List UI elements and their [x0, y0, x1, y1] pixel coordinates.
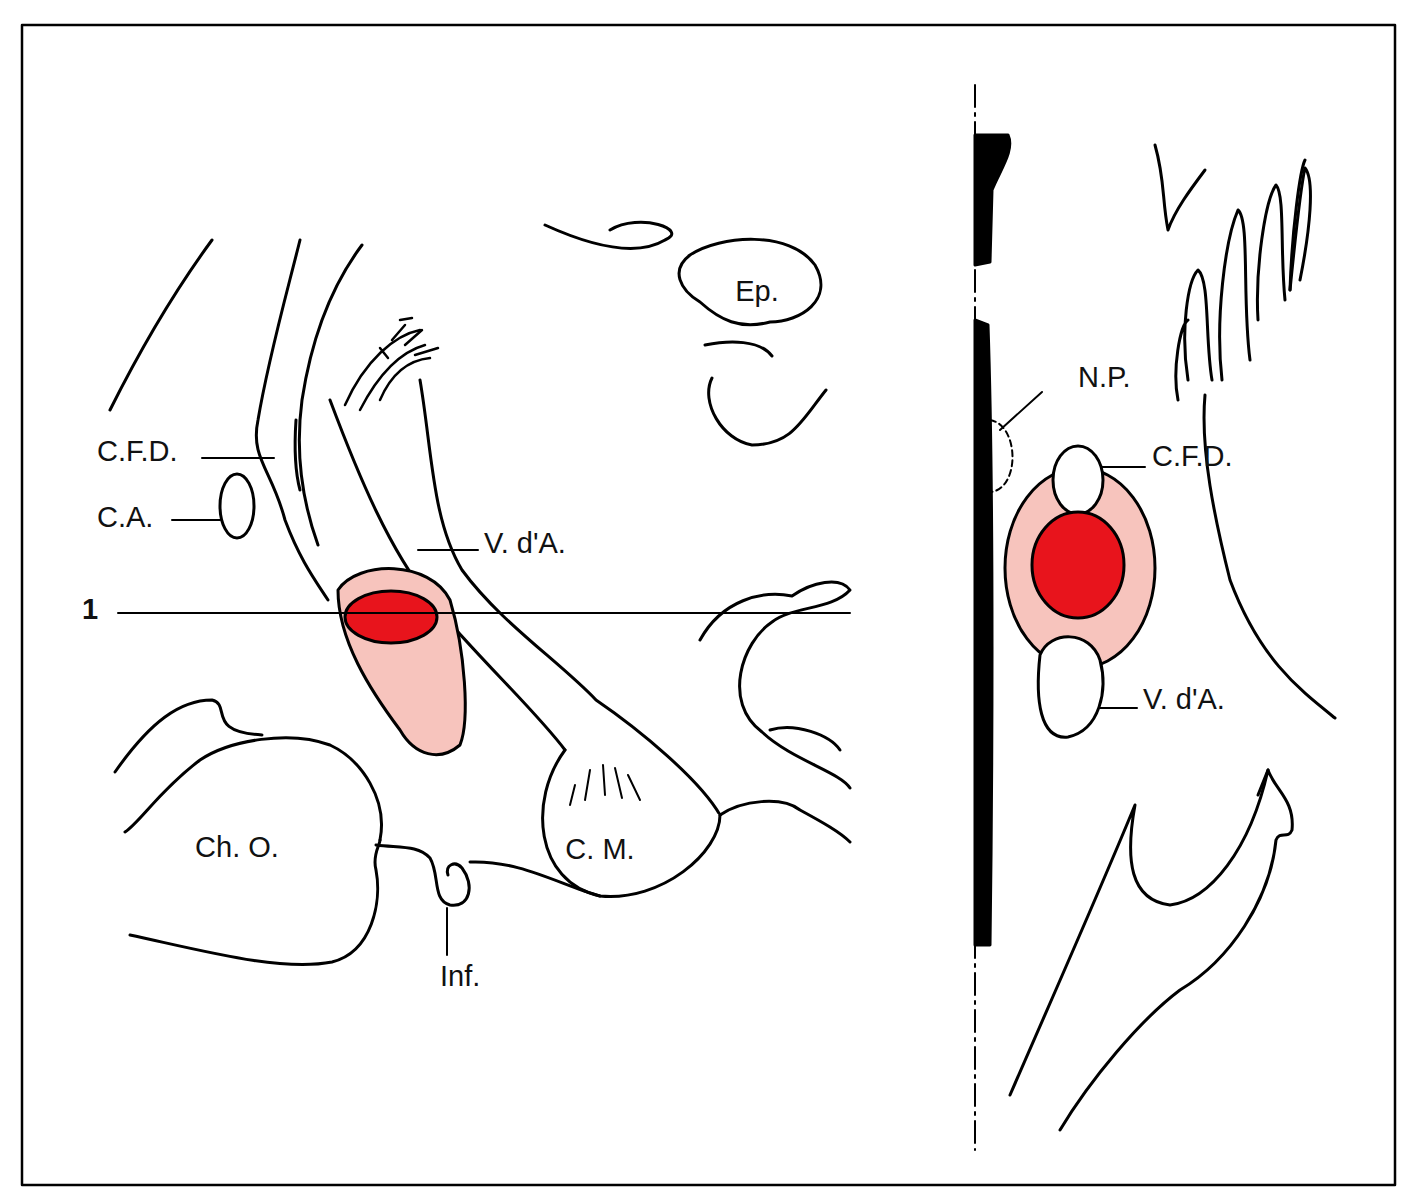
structure-label: C. M. [565, 833, 634, 866]
section-line [118, 612, 850, 614]
epiphysis [679, 239, 821, 324]
optic-chiasm [125, 738, 381, 840]
contour [1010, 770, 1292, 1130]
contour [705, 342, 826, 445]
fornix-section [1053, 446, 1103, 514]
leader-lines [172, 392, 1145, 955]
mammillary-body [543, 750, 720, 896]
structure-label: Ch. O. [195, 831, 279, 864]
contour [1155, 145, 1205, 230]
structure-label: V. d'A. [1143, 683, 1225, 716]
fibers [345, 318, 438, 410]
structure-label: V. d'A. [484, 527, 566, 560]
cortex-folds [1176, 160, 1305, 400]
contour [545, 222, 672, 248]
mammillary-body-box: C. M. [559, 829, 641, 871]
structure-label: C.F.D. [97, 435, 178, 468]
cortex-folds [1290, 168, 1310, 290]
lesion-core [345, 591, 437, 643]
structure-label: Ep. [735, 275, 779, 308]
frame [22, 25, 1395, 1185]
structure-label: C.F.D. [1152, 440, 1233, 473]
contour [720, 801, 850, 842]
anterior-commissure [220, 474, 254, 538]
optic-chiasm-box: Ch. O. [189, 827, 285, 869]
mammillothalamic-tract [420, 380, 720, 815]
contour [770, 728, 840, 750]
contour [115, 700, 262, 772]
structure-label: C.A. [97, 501, 153, 534]
ventricle-wall [975, 320, 992, 945]
contour [1258, 770, 1268, 795]
section-number: 1 [82, 593, 98, 626]
infundibulum [376, 845, 469, 905]
structure-label: Inf. [440, 960, 480, 993]
fornix-tract [299, 245, 362, 545]
contour [470, 862, 600, 896]
ventricle-wall [975, 135, 1010, 265]
epiphysis-box: Ep. [729, 271, 785, 313]
lesion-core [1032, 512, 1124, 618]
fornix-tract [295, 420, 300, 490]
nucleus-outline [990, 420, 1013, 492]
mammillothalamic-section [1038, 637, 1103, 737]
contour [110, 240, 212, 410]
fibers [570, 765, 640, 805]
lesion-halo [338, 569, 465, 755]
structure-label: N.P. [1078, 361, 1131, 394]
